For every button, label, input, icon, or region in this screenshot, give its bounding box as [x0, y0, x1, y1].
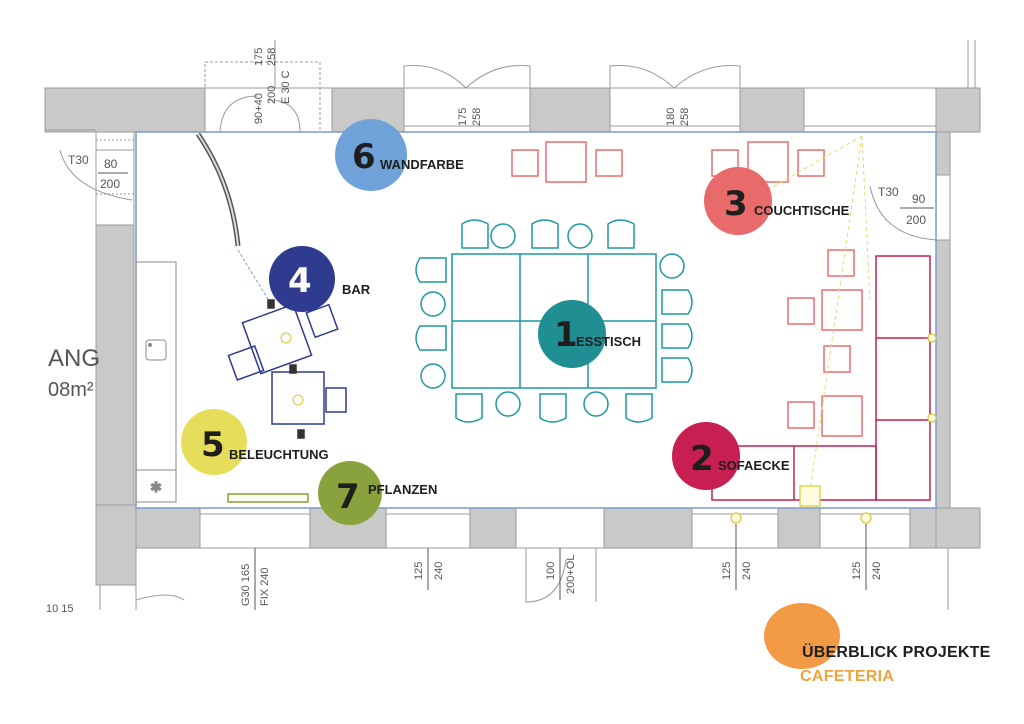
marker-4-blob — [269, 246, 335, 312]
bottom-window-1-a: G30 165 — [240, 564, 252, 606]
marker-5-label: BELEUCHTUNG — [229, 447, 329, 462]
wall-top-left — [44, 87, 206, 133]
marker-7-label: PFLANZEN — [368, 482, 437, 497]
bottom-door-b: 200+OL — [565, 555, 577, 594]
bottom-window-4-a: 125 — [851, 562, 863, 580]
page-title: ÜBERBLICK PROJEKTE — [802, 644, 991, 661]
bottom-window-3-b: 240 — [741, 562, 753, 580]
left-door — [59, 131, 135, 226]
bottom-door-a: 100 — [545, 562, 557, 580]
wall-lamps — [730, 333, 937, 524]
marker-2-number: 2 — [690, 439, 714, 479]
marker-1-number: 1 — [554, 315, 578, 355]
left-door-height: 200 — [100, 177, 120, 191]
marker-5-blob — [181, 409, 247, 475]
project-marker-2: 2 SOFAECKE — [672, 422, 790, 490]
marker-7-blob — [318, 461, 382, 525]
marker-2-label: SOFAECKE — [718, 458, 790, 473]
wall-top-pillar-2 — [529, 87, 611, 133]
bottom-window-4-b: 240 — [871, 562, 883, 580]
wall-left-upper — [95, 224, 135, 508]
marker-4-number: 4 — [288, 261, 312, 301]
wall-bottom-1 — [135, 507, 201, 549]
wall-bottom-4 — [603, 507, 693, 549]
outer-lines — [45, 40, 976, 610]
arch-labels: T30 80 200 T30 90 200 90+40 175 200 258 … — [46, 48, 934, 615]
project-marker-5: 5 BELEUCHTUNG — [181, 409, 329, 475]
top-door-dim-d: 258 — [266, 48, 278, 66]
wall-top-pillar-3 — [739, 87, 805, 133]
room-area-fragment: 08m² — [48, 379, 94, 401]
right-door-rating: T30 — [878, 185, 899, 199]
svg-text:✱: ✱ — [150, 480, 162, 496]
marker-7-number: 7 — [336, 477, 360, 517]
top-window-1-b: 258 — [471, 108, 483, 126]
page-subtitle: CAFETERIA — [800, 668, 895, 685]
top-door-dim-b: 175 — [253, 48, 265, 66]
marker-1-label: ESSTISCH — [576, 334, 641, 349]
wall-bottom-3 — [469, 507, 517, 549]
right-door-height: 200 — [906, 213, 926, 227]
marker-2-blob — [672, 422, 740, 490]
bottom-window-3-a: 125 — [721, 562, 733, 580]
bottom-window-1-b: FIX 240 — [259, 567, 271, 606]
marker-5-number: 5 — [201, 425, 225, 465]
left-door-width: 80 — [104, 157, 118, 171]
top-door-dim-c: 200 — [266, 86, 278, 104]
kitchen-counter: ✱ — [135, 261, 177, 503]
wall-left-lower — [95, 504, 137, 586]
marker-3-blob — [704, 167, 772, 235]
wall-bottom-5 — [777, 507, 821, 549]
top-window-1-a: 175 — [457, 108, 469, 126]
cut-off-fragment: 10 15 — [46, 603, 74, 615]
top-door-dim-a: 90+40 — [253, 93, 265, 124]
planter — [227, 493, 309, 503]
project-marker-7: 7 PFLANZEN — [318, 461, 437, 525]
project-marker-1: 1 ESSTISCH — [538, 300, 641, 368]
top-openings — [204, 61, 937, 133]
marker-4-label: BAR — [342, 282, 371, 297]
bar-group — [227, 299, 347, 439]
top-door-rating: E 30 C — [280, 70, 292, 104]
bottom-window-2-b: 240 — [433, 562, 445, 580]
marker-3-label: COUCHTISCHE — [754, 203, 850, 218]
wall-top-right — [935, 87, 981, 133]
top-window-2-b: 258 — [679, 108, 691, 126]
left-door-rating: T30 — [68, 153, 89, 167]
project-marker-3: 3 COUCHTISCHE — [704, 167, 850, 235]
coffee-group — [511, 141, 863, 437]
marker-1-blob — [538, 300, 606, 368]
top-window-2-a: 180 — [665, 108, 677, 126]
project-marker-6: 6 WANDFARBE — [335, 119, 464, 191]
title-blob — [764, 603, 840, 669]
bottom-window-2-a: 125 — [413, 562, 425, 580]
marker-6-number: 6 — [352, 137, 376, 177]
room-name-fragment: ANG — [48, 345, 100, 372]
marker-6-label: WANDFARBE — [380, 157, 464, 172]
right-door-width: 90 — [912, 192, 926, 206]
project-marker-4: 4 BAR — [269, 246, 371, 312]
marker-6-blob — [335, 119, 407, 191]
marker-3-number: 3 — [724, 184, 748, 224]
wall-bottom-right-pillar — [935, 507, 981, 549]
curved-partition — [195, 132, 241, 247]
dining-group — [415, 219, 693, 423]
